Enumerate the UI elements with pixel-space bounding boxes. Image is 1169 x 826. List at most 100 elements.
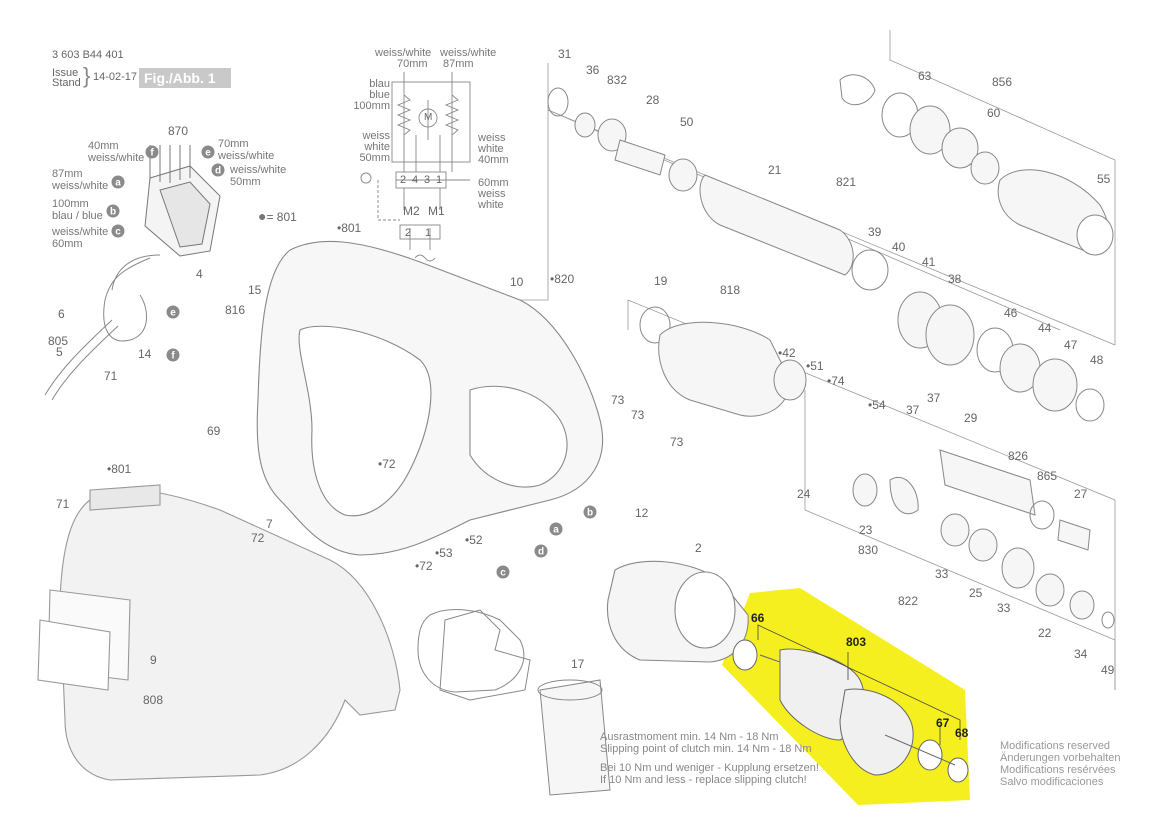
issue-date: 14-02-17 [93, 71, 138, 83]
wire-blue-en: blue [369, 89, 390, 101]
part-label-46: 46 [1004, 306, 1018, 320]
motor-terminal-m2: M2 [403, 204, 420, 218]
part-label-48: 48 [1090, 353, 1104, 367]
letter-marker-f-bg [145, 145, 159, 159]
figure-label: Fig./Abb. 1 [139, 68, 231, 88]
wire-top-right-label: weiss/white [440, 47, 497, 59]
clutch-note-line4: If 10 Nm and less - replace slipping clu… [600, 774, 807, 786]
housing-cover [37, 484, 401, 781]
part-label-29: 29 [964, 411, 978, 425]
switch-assembly [144, 145, 221, 257]
part-label-73: 73 [611, 393, 625, 407]
wire-right-white-length: 40mm [478, 154, 509, 166]
part-label-50: 50 [680, 115, 694, 129]
part-label-801: •801 [107, 462, 132, 476]
part-label-12: 12 [635, 506, 649, 520]
part-label-24: 24 [797, 487, 811, 501]
part-label-33: 33 [935, 567, 949, 581]
part-label-52: •52 [465, 533, 483, 547]
terminal-4: 1 [436, 174, 443, 186]
part-label-23: 23 [859, 523, 873, 537]
part-label-10: 10 [510, 275, 524, 289]
part-label-832: 832 [607, 73, 627, 87]
part-label-830: 830 [858, 543, 878, 557]
part-label-865: 865 [1037, 469, 1057, 483]
part-label-5: 5 [56, 345, 63, 359]
armature-assembly [732, 639, 969, 783]
legend-dot-icon: ● [258, 208, 267, 224]
letter-marker-c: c [500, 568, 506, 579]
part-label-71: 71 [56, 497, 70, 511]
wire-top-right-length: 87mm [443, 58, 474, 70]
motor-terminal-m1: M1 [428, 204, 445, 218]
letter-marker-b: b [587, 508, 593, 519]
letter-marker-b-bg [583, 505, 597, 519]
wire-left-white-en: white [364, 141, 390, 153]
clutch-note-line2: Slipping point of clutch min. 14 Nm - 18… [600, 743, 812, 755]
part-label-4: 4 [196, 267, 203, 281]
part-label-37: 37 [927, 391, 941, 405]
part-label-67: 67 [936, 716, 950, 730]
part-label-808: 808 [143, 693, 163, 707]
stand-label: Stand [52, 77, 81, 89]
modifications-notice: Modifications reserved Änderungen vorbeh… [1000, 740, 1120, 788]
modifications-es: Salvo modificaciones [1000, 776, 1104, 788]
drive-parts [547, 74, 1115, 629]
wire-right-white-en: white [478, 143, 504, 155]
switch-wire-f: 40mm weiss/white [88, 140, 145, 164]
part-label-74: •74 [827, 374, 845, 388]
part-label-818: 818 [720, 283, 740, 297]
wire-top-left-length: 70mm [397, 58, 428, 70]
part-label-820: •820 [550, 272, 575, 286]
switch-wire-d: weiss/white 50mm [230, 164, 287, 188]
part-label-816: 816 [225, 303, 245, 317]
switch-wire-e: 70mm weiss/white [218, 138, 275, 162]
part-label-31: 31 [558, 47, 572, 61]
clutch-note-line3: Bei 10 Nm und weniger - Kupplung ersetze… [600, 762, 819, 774]
letter-marker-e-bg [201, 145, 215, 159]
letter-marker-e: e [205, 148, 211, 159]
part-label-25: 25 [969, 586, 983, 600]
part-label-71: 71 [104, 369, 118, 383]
part-label-72: •72 [415, 559, 433, 573]
part-label-60: 60 [987, 106, 1001, 120]
letter-marker-f-bg [166, 348, 180, 362]
part-label-27: 27 [1074, 487, 1088, 501]
modifications-en: Modifications reserved [1000, 740, 1111, 752]
part-label-2: 2 [695, 541, 702, 555]
mains-terminal-2: 2 [405, 227, 412, 239]
part-label-73: 73 [631, 408, 645, 422]
letter-marker-e: e [170, 308, 176, 319]
part-label-33: 33 [997, 601, 1011, 615]
part-label-6: 6 [58, 307, 65, 321]
letter-marker-d: d [215, 166, 221, 177]
letter-marker-f: f [150, 148, 154, 159]
letter-marker-c-bg [496, 565, 510, 579]
housing-half [256, 240, 604, 556]
part-label-801: •801 [337, 221, 362, 235]
part-label-55: 55 [1097, 172, 1111, 186]
letter-marker-f: f [171, 351, 175, 362]
legend-801: ●= 801 [258, 208, 297, 224]
wire-bottom-right-en: white [478, 199, 504, 211]
wire-right-white-de: weiss [478, 132, 506, 144]
letter-marker-c-bg [111, 224, 125, 238]
letter-marker-a: a [553, 525, 559, 536]
letter-marker-b: b [110, 207, 116, 218]
wire-left-white-length: 50mm [359, 152, 390, 164]
part-label-22: 22 [1038, 626, 1052, 640]
document-number: 3 603 B44 401 [52, 49, 124, 61]
wire-bottom-right-de: weiss [478, 188, 506, 200]
part-label-47: 47 [1064, 338, 1078, 352]
part-label-822: 822 [898, 594, 918, 608]
terminal-1: 2 [400, 174, 407, 186]
part-label-53: •53 [435, 546, 453, 560]
part-label-36: 36 [586, 63, 600, 77]
gasket-and-tube [417, 609, 611, 796]
wire-blue-de: blau [369, 78, 390, 90]
switch-part-number: 870 [168, 124, 189, 138]
